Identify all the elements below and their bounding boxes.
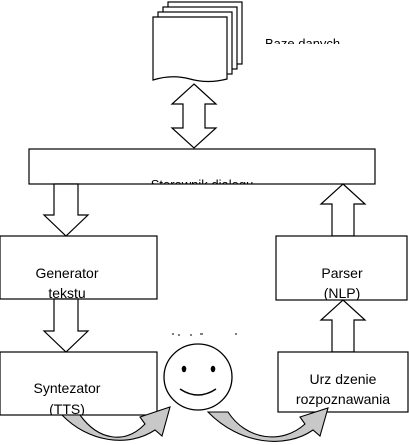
speech-input-arrow [206, 407, 329, 442]
recognizer-label-line2: rozpoznawania [296, 391, 390, 407]
smiley-face-icon [163, 343, 233, 411]
parser-label-line1: Parser [321, 265, 363, 281]
recognizer-box [277, 351, 409, 413]
generator-to-synthesizer-arrow [42, 298, 90, 353]
recognizer-label-line1: Urz dzenie [310, 371, 377, 387]
speech-output-arrow [60, 406, 171, 441]
text-generator-label-line1: Generator [35, 265, 98, 281]
parser-box [275, 235, 408, 301]
dialog-manager-box [28, 148, 376, 185]
text-generator-label-line2: tekstu [48, 285, 85, 301]
db-manager-double-arrow [170, 83, 218, 149]
database-label: Baze danych [265, 36, 340, 51]
database-icon [152, 1, 243, 83]
dialog-manager-label: Sterownik dialogu [151, 177, 254, 192]
synthesizer-label-line1: Syntezator [34, 380, 101, 396]
parser-to-manager-arrow [319, 183, 367, 237]
synthesizer-label-line2: (TTS) [49, 401, 85, 417]
parser-label-line2: (NLP) [324, 285, 361, 301]
manager-to-generator-arrow [42, 183, 90, 237]
ear-marks [172, 333, 237, 336]
synthesizer-box [0, 351, 158, 416]
recognizer-to-parser-arrow [319, 299, 367, 353]
